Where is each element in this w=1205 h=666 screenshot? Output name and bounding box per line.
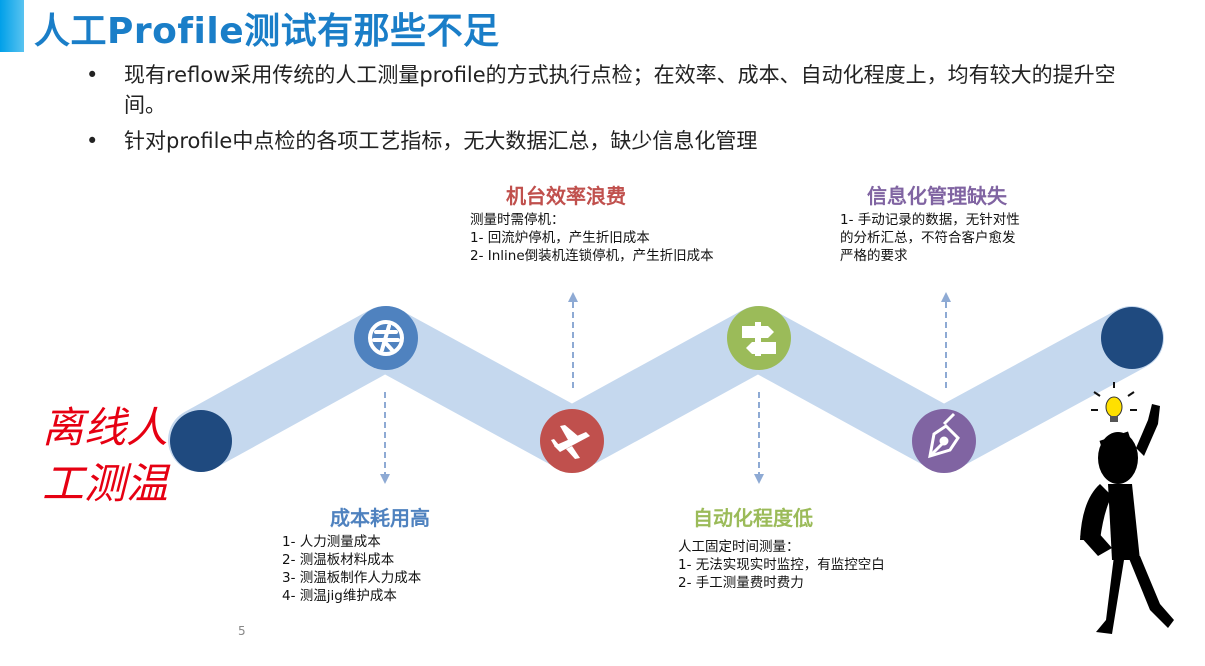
cost-heading: 成本耗用高 <box>330 506 430 530</box>
page-number: 5 <box>238 624 246 638</box>
note-line: 1- 手动记录的数据，无针对性 <box>840 212 1020 228</box>
note-line: 2- 测温板材料成本 <box>282 552 395 568</box>
pen-nib-icon <box>928 412 960 459</box>
node-info <box>912 409 976 473</box>
note-line: 2- 手工测量费时费力 <box>678 575 804 591</box>
title-accent-bar <box>0 0 24 52</box>
arrow-head <box>941 292 951 302</box>
info-heading: 信息化管理缺失 <box>867 184 1007 208</box>
note-line: 2- Inline倒装机连锁停机，产生折旧成本 <box>470 248 714 264</box>
node-automation <box>727 306 791 370</box>
note-line: 人工固定时间测量： <box>678 539 800 555</box>
note-line: 1- 回流炉停机，产生折旧成本 <box>470 230 650 246</box>
left-label-line: 工测温 <box>42 459 169 508</box>
note-line: 的分析汇总，不符合客户愈发 <box>840 230 1016 246</box>
zigzag-band <box>168 306 1164 472</box>
thinking-person-icon <box>1080 404 1174 634</box>
node-cost <box>354 306 418 370</box>
arrow-head <box>380 474 390 484</box>
note-line: 测量时需停机： <box>470 212 565 228</box>
bullet-item: • 现有reflow采用传统的人工测量profile的方式执行点检；在效率、成本、… <box>86 60 1146 120</box>
signpost-icon <box>742 322 776 356</box>
arrow-head <box>754 474 764 484</box>
info-notes: 1- 手动记录的数据，无针对性 的分析汇总，不符合客户愈发 严格的要求 <box>840 211 1020 265</box>
left-label: 离线人 工测温 <box>42 400 168 512</box>
page-title: 人工Profile测试有那些不足 <box>34 11 500 52</box>
automation-heading: 自动化程度低 <box>693 506 813 530</box>
currency-icon <box>368 320 404 356</box>
automation-notes: 人工固定时间测量： 1- 无法实现实时监控，有监控空白 2- 手工测量费时费力 <box>678 538 885 592</box>
note-line: 3- 测温板制作人力成本 <box>282 570 422 586</box>
airplane-icon <box>551 425 590 459</box>
cost-notes: 1- 人力测量成本 2- 测温板材料成本 3- 测温板制作人力成本 4- 测温j… <box>282 533 421 605</box>
arrow-head <box>568 292 578 302</box>
bullet-dot: • <box>86 63 99 87</box>
bullet-text: 现有reflow采用传统的人工测量profile的方式执行点检；在效率、成本、自… <box>124 63 1116 117</box>
node-start <box>170 410 232 472</box>
node-efficiency <box>540 409 604 473</box>
efficiency-notes: 测量时需停机： 1- 回流炉停机，产生折旧成本 2- Inline倒装机连锁停机… <box>470 211 714 265</box>
note-line: 4- 测温jig维护成本 <box>282 588 397 604</box>
note-line: 1- 人力测量成本 <box>282 534 381 550</box>
bullet-list: • 现有reflow采用传统的人工测量profile的方式执行点检；在效率、成本、… <box>86 60 1146 162</box>
lightbulb-icon <box>1091 382 1137 422</box>
note-line: 严格的要求 <box>840 248 908 264</box>
node-end <box>1101 307 1163 369</box>
bullet-text: 针对profile中点检的各项工艺指标，无大数据汇总，缺少信息化管理 <box>124 129 758 153</box>
bullet-dot: • <box>86 129 99 153</box>
left-label-line: 离线人 <box>42 403 169 452</box>
bullet-item: • 针对profile中点检的各项工艺指标，无大数据汇总，缺少信息化管理 <box>86 126 1146 156</box>
efficiency-heading: 机台效率浪费 <box>506 184 626 208</box>
note-line: 1- 无法实现实时监控，有监控空白 <box>678 557 885 573</box>
